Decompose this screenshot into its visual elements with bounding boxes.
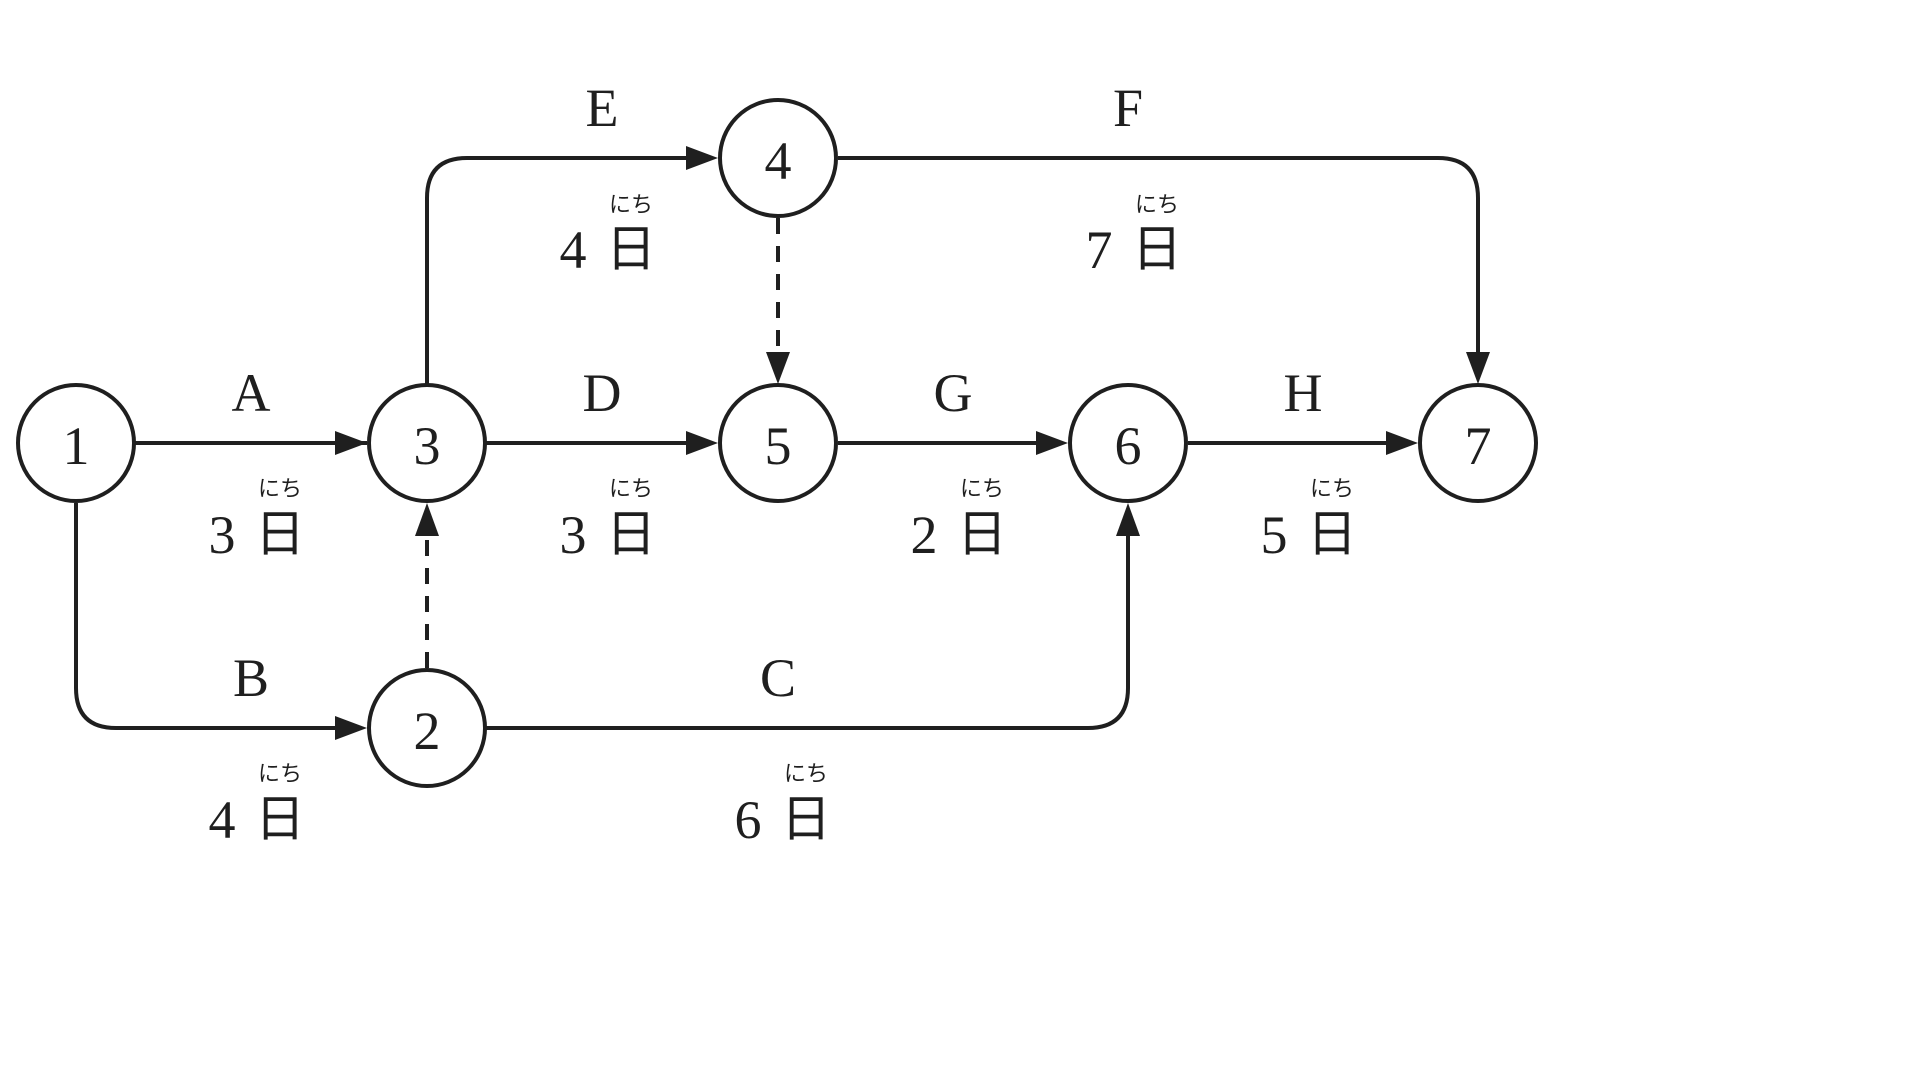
activity-f-label: F xyxy=(1113,78,1143,138)
node-5-label: 5 xyxy=(765,416,792,476)
arrow-network-diagram: 1 2 3 4 5 6 7 A B C D E xyxy=(16,78,1538,850)
duration-a: にち 3 日 xyxy=(209,477,306,565)
arrowhead-b xyxy=(335,716,367,740)
edge-b-1-to-2 xyxy=(74,503,335,730)
activity-a-label: A xyxy=(232,363,271,423)
duration-a-days: 3 xyxy=(209,505,236,565)
node-7-label: 7 xyxy=(1465,416,1492,476)
activity-d-label: D xyxy=(583,363,622,423)
arrowhead-h xyxy=(1386,431,1418,455)
duration-c: にち 6 日 xyxy=(735,762,832,850)
nodes: 1 2 3 4 5 6 7 xyxy=(16,98,1538,788)
duration-a-ruby: にち xyxy=(258,477,302,502)
duration-h: にち 5 日 xyxy=(1261,477,1358,565)
duration-f: にち 7 日 xyxy=(1086,193,1183,280)
arrowhead-f xyxy=(1466,352,1490,384)
edge-f-4-to-7 xyxy=(838,156,1480,352)
node-2: 2 xyxy=(367,668,487,788)
duration-d: にち 3 日 xyxy=(560,477,657,565)
duration-c-ruby: にち xyxy=(784,762,828,787)
duration-g: にち 2 日 xyxy=(911,477,1008,565)
activity-b-label: B xyxy=(233,648,269,708)
duration-f-unit: 日 xyxy=(1132,220,1182,278)
edge-c-2-to-6 xyxy=(486,536,1130,730)
duration-a-unit: 日 xyxy=(255,505,305,563)
duration-b: にち 4 日 xyxy=(209,762,306,850)
node-4: 4 xyxy=(718,98,838,218)
activity-labels: A B C D E F G H xyxy=(232,78,1323,708)
duration-e-unit: 日 xyxy=(606,220,656,278)
duration-g-unit: 日 xyxy=(957,505,1007,563)
arrowhead-d xyxy=(686,431,718,455)
arrowhead-dummy-2-to-3 xyxy=(415,503,439,536)
duration-h-unit: 日 xyxy=(1307,505,1357,563)
edges xyxy=(74,146,1490,740)
node-7: 7 xyxy=(1418,383,1538,503)
node-3: 3 xyxy=(367,383,487,503)
node-4-label: 4 xyxy=(765,131,792,191)
edge-e-3-to-4 xyxy=(425,156,686,384)
node-5: 5 xyxy=(718,383,838,503)
node-6-label: 6 xyxy=(1115,416,1142,476)
duration-e: にち 4 日 xyxy=(560,193,657,280)
node-3-label: 3 xyxy=(414,416,441,476)
node-6: 6 xyxy=(1068,383,1188,503)
duration-b-ruby: にち xyxy=(258,762,302,787)
arrowhead-a xyxy=(335,431,367,455)
duration-c-unit: 日 xyxy=(781,790,831,848)
activity-e-label: E xyxy=(586,78,619,138)
duration-f-days: 7 xyxy=(1086,220,1113,280)
duration-g-days: 2 xyxy=(911,505,938,565)
duration-b-days: 4 xyxy=(209,790,236,850)
duration-b-unit: 日 xyxy=(255,790,305,848)
duration-f-ruby: にち xyxy=(1135,193,1179,218)
node-2-label: 2 xyxy=(414,701,441,761)
duration-e-days: 4 xyxy=(560,220,587,280)
node-1-label: 1 xyxy=(63,416,90,476)
duration-c-days: 6 xyxy=(735,790,762,850)
duration-d-ruby: にち xyxy=(609,477,653,502)
arrowhead-dummy-4-to-5 xyxy=(766,352,790,384)
activity-g-label: G xyxy=(934,363,973,423)
duration-g-ruby: にち xyxy=(960,477,1004,502)
arrowhead-e xyxy=(686,146,718,170)
node-1: 1 xyxy=(16,383,136,503)
activity-c-label: C xyxy=(760,648,796,708)
duration-e-ruby: にち xyxy=(609,193,653,218)
arrowhead-g xyxy=(1036,431,1068,455)
duration-d-days: 3 xyxy=(560,505,587,565)
arrowhead-c xyxy=(1116,503,1140,536)
duration-h-ruby: にち xyxy=(1310,477,1354,502)
duration-labels: にち 3 日 にち 4 日 にち 6 日 にち 3 日 にち 4 日 にち 7 … xyxy=(209,193,1358,850)
activity-h-label: H xyxy=(1284,363,1323,423)
duration-d-unit: 日 xyxy=(606,505,656,563)
duration-h-days: 5 xyxy=(1261,505,1288,565)
